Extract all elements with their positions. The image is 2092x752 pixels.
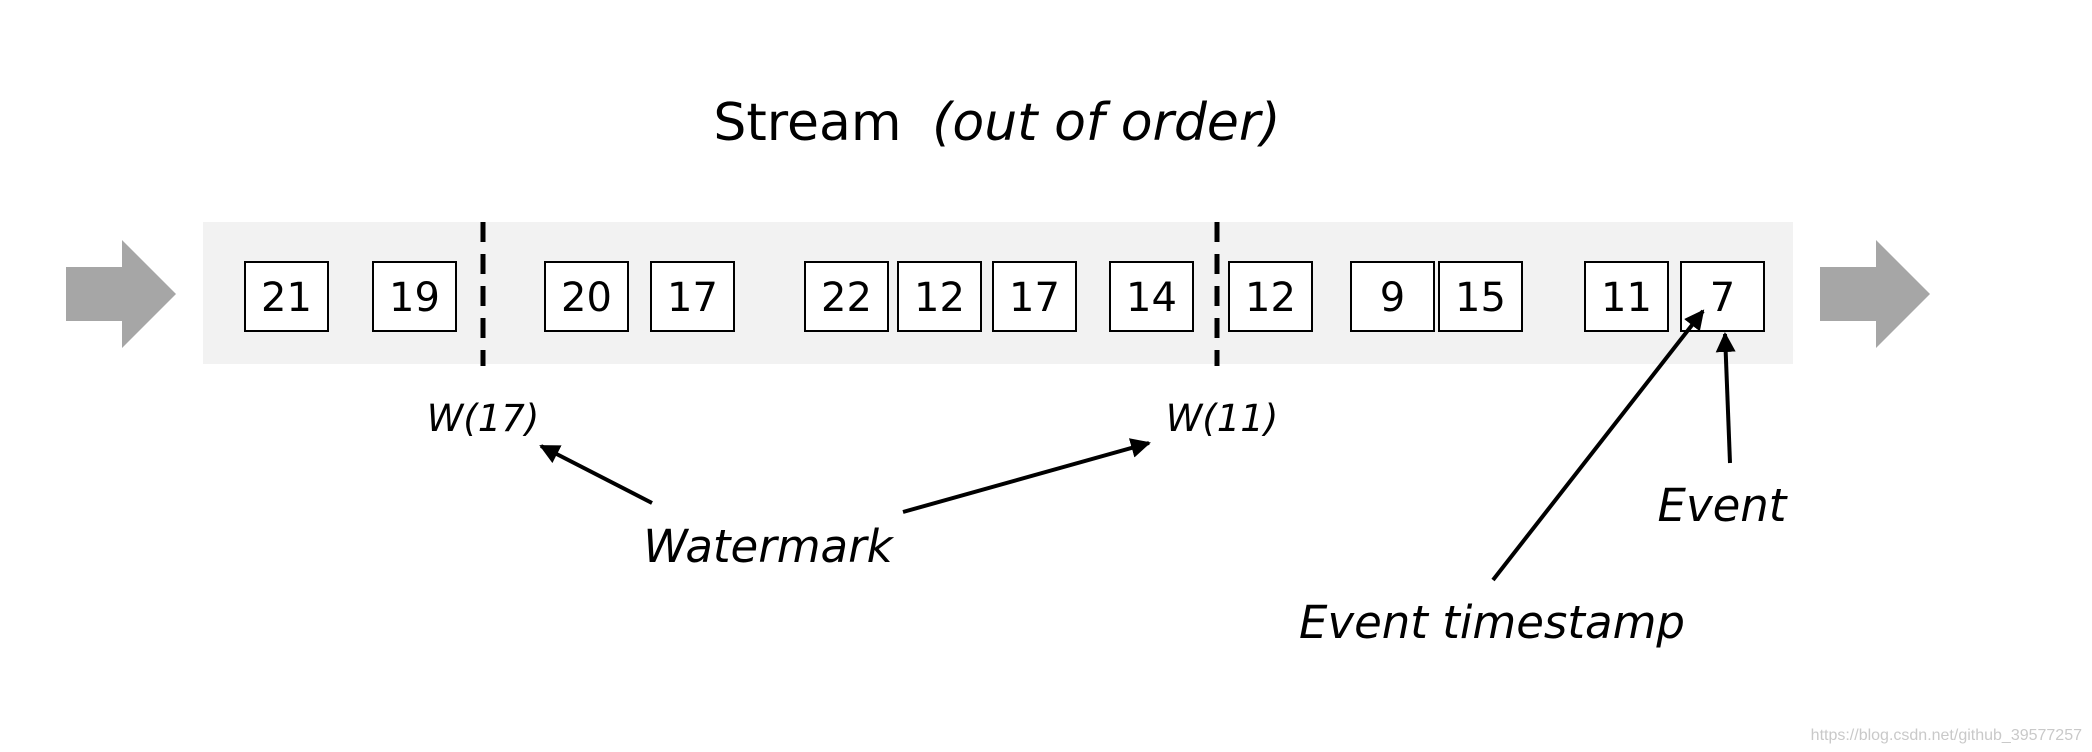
- event-box: 19: [372, 261, 457, 332]
- event-box: 14: [1109, 261, 1194, 332]
- input-flow-arrow-icon: [66, 240, 176, 348]
- event-box: 9: [1350, 261, 1435, 332]
- event-timestamp-value: 22: [821, 275, 872, 321]
- event-callout: Event: [1658, 479, 1789, 532]
- event-timestamp-value: 14: [1126, 275, 1177, 321]
- output-flow-arrow-icon: [1820, 240, 1930, 348]
- title-qualifier: (out of order): [932, 93, 1281, 153]
- event-timestamp-value: 12: [1245, 275, 1296, 321]
- watermark-label-w17: W(17): [427, 397, 540, 440]
- event-box: 12: [897, 261, 982, 332]
- event-box: 11: [1584, 261, 1669, 332]
- event-box-frame: [372, 261, 457, 332]
- event-timestamp-value: 11: [1601, 275, 1652, 321]
- event-timestamp-value: 17: [667, 275, 718, 321]
- event-timestamp-value: 17: [1009, 275, 1060, 321]
- event-timestamp-value: 19: [389, 275, 440, 321]
- event-box-frame: [1438, 261, 1523, 332]
- event-box: 15: [1438, 261, 1523, 332]
- event-box-frame: [1109, 261, 1194, 332]
- title-main: Stream: [713, 93, 901, 153]
- event-box: 22: [804, 261, 889, 332]
- watermark-label-w11: W(11): [1166, 397, 1279, 440]
- diagram-title: Stream (out of order): [713, 93, 1280, 153]
- credit-text: https://blog.csdn.net/github_39577257: [1811, 727, 2082, 744]
- watermark-callout: Watermark: [643, 520, 894, 573]
- event-timestamp-pointer: [1491, 309, 1705, 582]
- event-box: 12: [1228, 261, 1313, 332]
- event-box-frame: [1228, 261, 1313, 332]
- event-box: 17: [992, 261, 1077, 332]
- event-timestamp-value: 20: [561, 275, 612, 321]
- event-box-frame: [804, 261, 889, 332]
- event-box: 17: [650, 261, 735, 332]
- event-timestamp-value: 9: [1380, 275, 1405, 321]
- event-box-frame: [244, 261, 329, 332]
- event-box-frame: [897, 261, 982, 332]
- event-timestamp-value: 12: [914, 275, 965, 321]
- event-box-frame: [1350, 261, 1435, 332]
- event-timestamp-value: 15: [1455, 275, 1506, 321]
- event-box: 20: [544, 261, 629, 332]
- event-box-frame: [992, 261, 1077, 332]
- event-timestamp-value: 7: [1710, 275, 1735, 321]
- event-box-frame: [1584, 261, 1669, 332]
- watermark-pointer-right: [902, 438, 1151, 514]
- event-box-frame: [650, 261, 735, 332]
- event-box: 21: [244, 261, 329, 332]
- watermark-pointer-left: [539, 444, 653, 505]
- event-pointer: [1715, 332, 1736, 464]
- event-timestamp-value: 21: [261, 275, 312, 321]
- event-box-frame: [544, 261, 629, 332]
- event-timestamp-callout: Event timestamp: [1299, 596, 1685, 649]
- event-list: 21 19 20 17 22 12 17 14 12 9 15 11 7: [244, 261, 1765, 332]
